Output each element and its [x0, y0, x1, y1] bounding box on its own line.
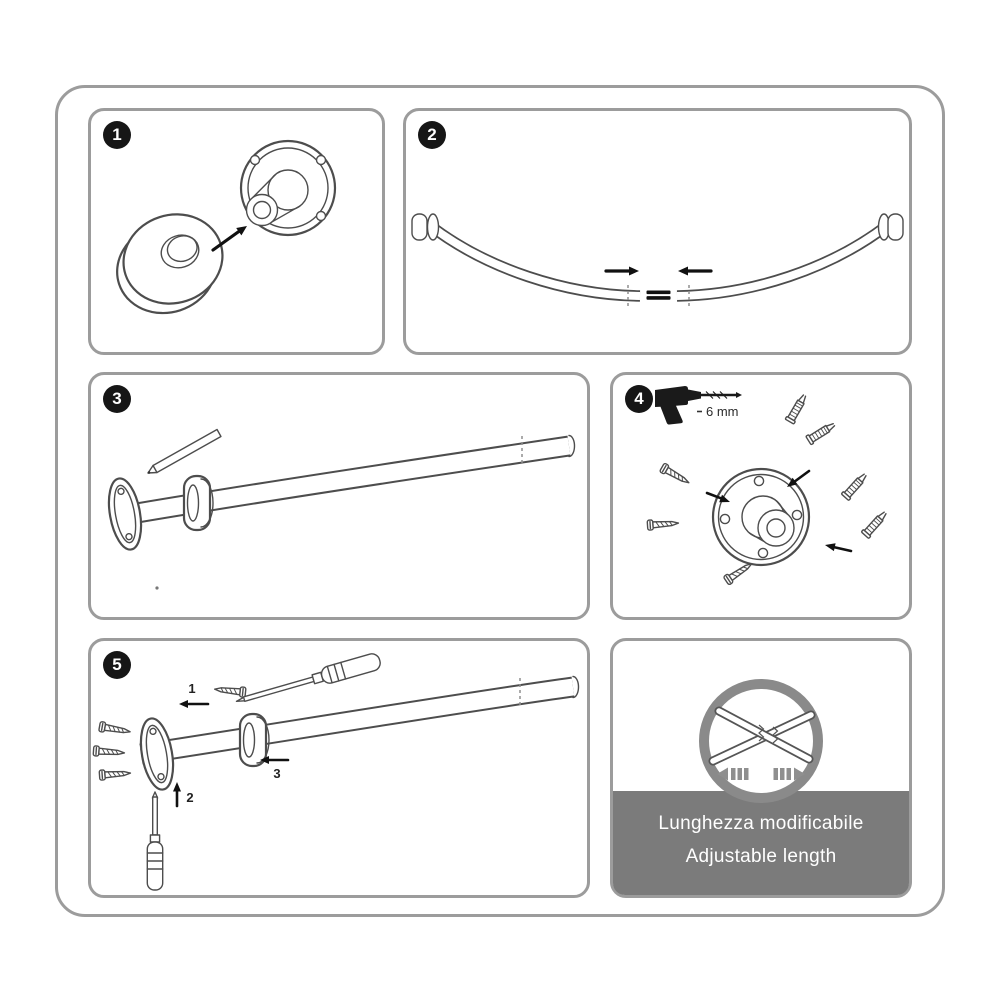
callout-2-label: 2 — [186, 790, 193, 805]
join-arrow-left-icon — [604, 266, 639, 276]
right-end-cap — [887, 213, 904, 241]
step-2-illustration — [411, 213, 904, 307]
length-double-arrow-icon — [717, 767, 805, 781]
callout-1-arrow-icon — [179, 700, 210, 708]
wall-anchor-icon — [860, 508, 890, 540]
info-panel: Lunghezza modificabile Adjustable length — [610, 638, 912, 898]
screw-icon — [646, 517, 680, 531]
wall-anchor-icon — [805, 419, 838, 446]
step-2-badge: 2 — [418, 121, 446, 149]
cover-ring — [182, 474, 214, 532]
pencil-icon — [147, 428, 222, 474]
step-5-panel: 5 — [88, 638, 590, 898]
wall-bracket — [711, 467, 811, 567]
screw-icon — [97, 720, 132, 738]
step-3-panel: 3 — [88, 372, 590, 620]
wall-anchor-icon — [784, 392, 810, 425]
step-4-illustration: 6 mm — [646, 386, 890, 586]
curved-rod-left-half — [411, 213, 641, 302]
drill-icon — [655, 386, 742, 425]
screw-icon — [92, 745, 126, 759]
screwdriver-vertical-icon — [146, 791, 164, 891]
wall-anchor-icon — [840, 470, 870, 502]
info-line-english: Adjustable length — [685, 846, 837, 867]
screw-icon — [658, 462, 693, 488]
step-1-panel: 1 — [88, 108, 385, 355]
insert-arrows — [705, 469, 853, 553]
callout-1-label: 1 — [188, 681, 195, 696]
step-3-badge: 3 — [103, 385, 131, 413]
step-5-badge: 5 — [103, 651, 131, 679]
left-end-cap — [411, 213, 428, 241]
wall-bracket-side — [139, 717, 175, 791]
outer-frame — [55, 85, 945, 917]
screwdriver-diagonal-icon — [235, 653, 381, 703]
step-4-badge: 4 — [625, 385, 653, 413]
callout-3-label: 3 — [273, 766, 280, 781]
screw-icon — [213, 683, 247, 699]
curved-rod — [139, 675, 580, 765]
curved-rod-right-half — [676, 213, 904, 302]
drill-size-label: 6 mm — [706, 404, 739, 419]
crossed-rods — [708, 706, 816, 766]
pencil-dot — [155, 586, 159, 590]
screw-icon — [98, 767, 132, 781]
info-line-italian: Lunghezza modificabile — [658, 813, 864, 834]
wall-bracket-side — [107, 477, 143, 551]
adjustable-length-icon — [699, 679, 823, 803]
callout-3-arrow-icon — [260, 756, 290, 764]
join-arrow-right-icon — [678, 266, 713, 276]
step-2-panel: 2 — [403, 108, 912, 355]
cover-ring — [116, 213, 224, 315]
step-4-panel: 4 — [610, 372, 912, 620]
step-3-illustration — [107, 428, 576, 590]
step-5-illustration: 1 3 2 — [92, 653, 580, 891]
callout-2-arrow-icon — [173, 782, 181, 808]
step-1-badge: 1 — [103, 121, 131, 149]
wall-bracket — [239, 139, 337, 237]
info-text-box: Lunghezza modificabile Adjustable length — [613, 791, 909, 895]
connector — [646, 290, 671, 300]
cover-ring — [238, 712, 270, 768]
insert-arrow-icon — [211, 226, 247, 252]
step-1-illustration — [116, 139, 337, 315]
adjustable-circle-icon — [699, 679, 823, 803]
